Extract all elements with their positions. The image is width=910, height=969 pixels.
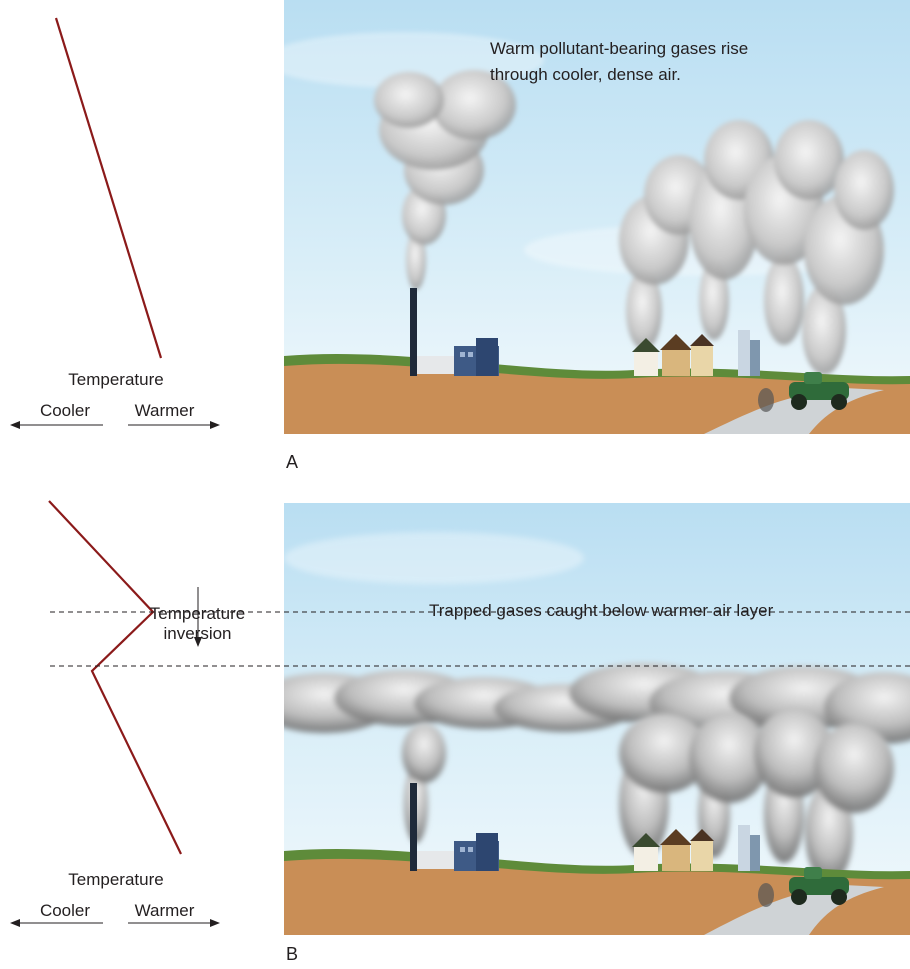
panel-b-inversion-line2: inversion — [163, 623, 232, 643]
panel-b-car — [758, 867, 849, 907]
panel-a-warmer-label: Warmer — [134, 401, 195, 420]
panel-a-caption-line2: through cooler, dense air. — [490, 65, 681, 84]
panel-a-car — [758, 372, 849, 412]
panel-a-temperature-line — [54, 17, 163, 359]
panel-a-caption: Warm pollutant-bearing gases rise throug… — [490, 36, 748, 88]
panel-a-factory — [410, 288, 499, 376]
panel-b-axis-title: Temperature — [68, 870, 164, 889]
panel-a-axis-title: Temperature — [68, 370, 164, 389]
panel-b-caption: Trapped gases caught below warmer air la… — [429, 601, 774, 620]
panel-a-cooler-arrowhead — [10, 421, 20, 429]
panel-a-houses — [632, 330, 760, 376]
panel-a-factory-smoke — [374, 70, 516, 290]
panel-b-inversion-arrowhead — [194, 637, 202, 647]
panel-b-warmer-label: Warmer — [134, 901, 195, 920]
panel-a-town-smoke — [619, 120, 894, 375]
panel-b-temperature-line — [48, 500, 182, 855]
panel-b-warmer-arrowhead — [210, 919, 220, 927]
panel-b-profile — [10, 500, 220, 927]
panel-b-letter: B — [286, 944, 299, 964]
panel-a-warmer-arrowhead — [210, 421, 220, 429]
panel-b-factory — [410, 783, 499, 871]
panel-a-profile — [10, 17, 220, 429]
panel-a-caption-line1: Warm pollutant-bearing gases rise — [490, 39, 749, 58]
panel-b-trapped-smoke — [284, 663, 910, 744]
panel-b-cooler-label: Cooler — [39, 901, 91, 920]
panel-b-scene: Trapped gases caught below warmer air la… — [284, 503, 910, 935]
panel-b-inversion-label: Temperature inversion — [130, 604, 265, 643]
panel-b-inversion-line1: Temperature — [149, 604, 246, 623]
panel-b-rising-smoke — [402, 708, 894, 883]
panel-a-cooler-label: Cooler — [39, 401, 91, 420]
panel-a-scene: Warm pollutant-bearing gases rise throug… — [284, 0, 910, 434]
panel-a-letter: A — [286, 452, 299, 472]
panel-b-houses — [632, 825, 760, 871]
panel-b-cooler-arrowhead — [10, 919, 20, 927]
